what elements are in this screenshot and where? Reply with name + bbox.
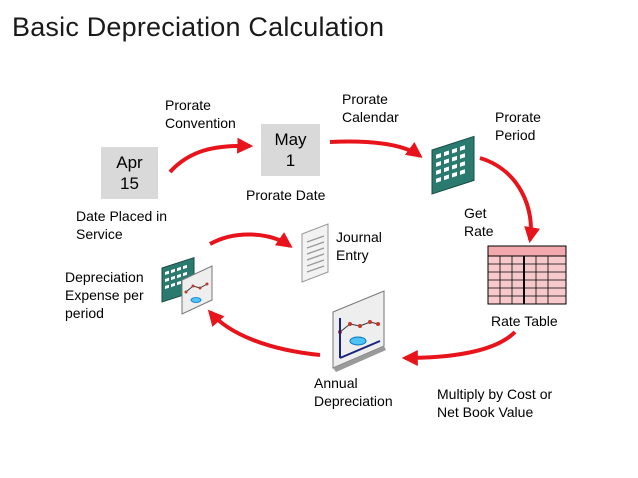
arrow-prorate-to-calendar [329, 139, 423, 158]
label-date-placed-in-service: Date Placed in Service [76, 208, 168, 242]
label-prorate-date: Prorate Date [246, 187, 326, 203]
label-journal-entry: Journal Entry [336, 229, 382, 263]
label-expense-per-period: Depreciation Expense per period [65, 269, 144, 321]
arrow-calendar-to-rate-table [479, 156, 540, 244]
arrow-annual-to-expense [207, 309, 321, 357]
arrow-expense-to-journal [209, 232, 293, 248]
label-rate-table: Rate Table [491, 313, 558, 329]
label-annual-depreciation: Annual Depreciation [314, 375, 393, 409]
date-box-apr-15: Apr 15 [101, 147, 158, 199]
arrow-start-to-prorate [168, 137, 254, 174]
label-prorate-period: Prorate Period [495, 109, 541, 143]
label-prorate-calendar: Prorate Calendar [342, 91, 399, 125]
edge-label-get-rate: Get Rate [464, 205, 494, 239]
arrow-rate-table-to-annual [401, 330, 517, 366]
page-title: Basic Depreciation Calculation [12, 12, 385, 42]
edge-label-multiply: Multiply by Cost or Net Book Value [437, 386, 553, 420]
edge-label-prorate-convention: Prorate Convention [165, 97, 236, 131]
date-box-may-1: May 1 [261, 124, 320, 176]
